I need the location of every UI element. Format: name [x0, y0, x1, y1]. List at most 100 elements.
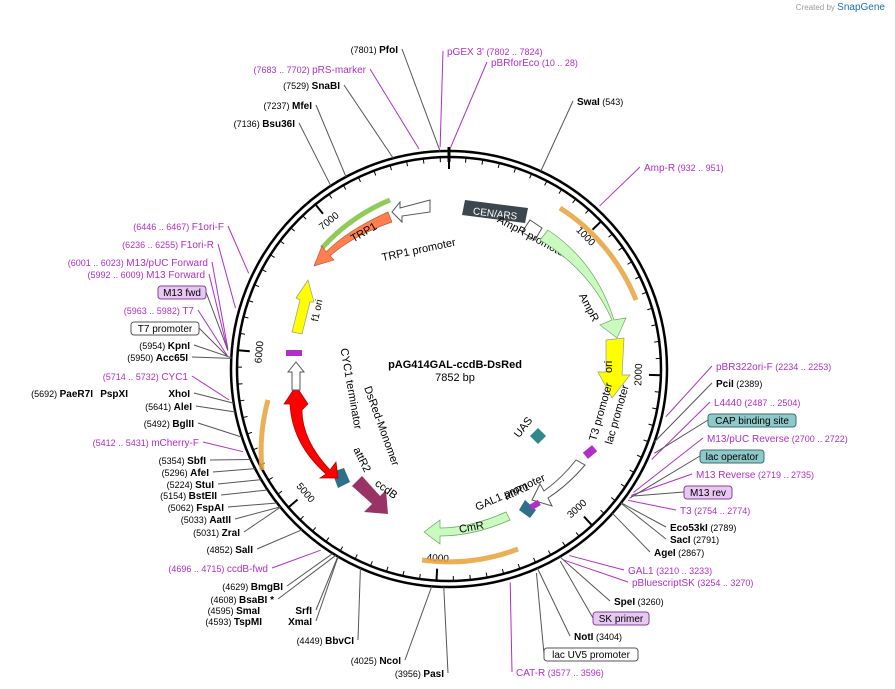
feature-cen-ars	[462, 200, 528, 223]
leader-line	[629, 455, 701, 499]
primer-name: M13/pUC Forward	[126, 258, 208, 269]
leader-line	[620, 502, 667, 528]
tick-mark	[248, 300, 254, 303]
site-label-left: (4608) BsaBI *	[210, 595, 274, 606]
site-position: (7136)	[234, 119, 263, 129]
site-label-left: (4595) SmaI	[208, 606, 261, 617]
primer-name: CAT-R	[516, 668, 545, 679]
tick-mark	[618, 247, 623, 251]
site-position: (5492)	[144, 419, 173, 429]
leader-line	[256, 529, 303, 550]
mcs-mark	[286, 350, 302, 356]
leader-line	[298, 122, 332, 187]
tick-mark	[279, 240, 285, 245]
primer-label: (5963 .. 5982) T7	[124, 306, 195, 317]
primer-range: (3577 .. 3596)	[545, 668, 604, 678]
band-trp1	[320, 197, 391, 250]
tick-mark	[651, 324, 657, 327]
feature-f1-ori	[291, 279, 315, 335]
leader-line	[205, 291, 229, 351]
leader-line	[202, 441, 244, 453]
site-name: PspXI	[100, 389, 128, 400]
site-label-left: (7529) SnaBI	[283, 81, 340, 92]
primer-name: F1ori-R	[181, 240, 214, 251]
leader-line	[195, 405, 236, 413]
tick-mark	[636, 454, 642, 458]
site-label-left: (5062) FspAI	[168, 503, 225, 514]
feature-attr2-label: attR2	[350, 445, 372, 474]
tick-mark	[389, 165, 392, 171]
leader-line	[343, 84, 394, 159]
site-position: (7801)	[351, 45, 380, 55]
leader-line	[651, 401, 711, 460]
feature-cyc1-terminator	[286, 361, 306, 391]
primer-label: L4440 (2487 .. 2504)	[714, 398, 800, 409]
tick-mark	[242, 415, 248, 419]
site-name: Bsu36I	[262, 119, 295, 130]
leader-line	[208, 273, 229, 351]
tick-mark	[261, 268, 267, 273]
site-position: (4608)	[210, 595, 239, 605]
tick-mark	[572, 198, 577, 204]
leader-line	[569, 555, 625, 571]
tick-mark	[254, 284, 260, 288]
band-ampr	[558, 205, 639, 301]
site-name: SwaI	[577, 97, 600, 108]
tick-mark	[270, 254, 275, 258]
primer-label: pBR322ori-F (2234 .. 2253)	[716, 362, 831, 373]
feature-trp1	[313, 211, 393, 267]
site-label-left: (5154) BstEII	[160, 491, 217, 502]
primer-label: M13/pUC Reverse (2700 .. 2722)	[707, 434, 848, 445]
leader-line	[212, 468, 256, 473]
tick-mark	[533, 557, 537, 563]
tick-mark	[342, 184, 347, 190]
site-position: (5154)	[160, 491, 189, 501]
tick-mark	[648, 423, 654, 426]
tick-mark	[529, 173, 533, 179]
leader-line	[536, 568, 571, 637]
site-name: ZraI	[222, 528, 241, 539]
site-position: (5641)	[145, 402, 174, 412]
feature-uas	[530, 428, 546, 444]
site-name: BstEII	[189, 491, 218, 502]
leader-line	[540, 100, 574, 172]
primer-label: (5714 .. 5732) CYC1	[103, 372, 189, 383]
leader-line	[369, 68, 420, 150]
site-position: (4593)	[205, 617, 234, 627]
site-name: SbfI	[187, 456, 206, 467]
tick-mark	[239, 399, 245, 402]
site-position: (5033)	[181, 515, 210, 525]
site-position: (5031)	[193, 528, 222, 538]
site-position: (2867)	[676, 548, 705, 558]
tick-mark	[513, 167, 517, 173]
tick-mark	[314, 203, 324, 215]
site-position: (7529)	[283, 81, 312, 91]
primer-label: (7683 .. 7702) pRS-marker	[254, 65, 367, 76]
feature-f1-ori-label: f1 ori	[310, 299, 325, 323]
primer-range: (6236 .. 6255)	[122, 240, 181, 250]
primer-name: pRS-marker	[312, 65, 367, 76]
leader-line	[401, 48, 441, 152]
tick-mark	[562, 541, 566, 547]
site-position: (543)	[600, 97, 624, 107]
leader-line	[665, 365, 713, 418]
primer-name: ccdB-fwd	[227, 564, 268, 575]
site-position: (5950)	[127, 353, 156, 363]
feature-ampr	[539, 229, 627, 339]
site-label-left: (4593) TspMI	[205, 617, 262, 628]
site-position: (4852)	[207, 545, 236, 555]
site-name: AatII	[209, 515, 231, 526]
site-label-left: (5224) StuI	[167, 480, 215, 491]
leader-line	[234, 506, 281, 520]
leader-line	[315, 556, 339, 622]
tick-mark	[339, 546, 344, 552]
feature-cen-ars-label: CEN/ARS	[472, 206, 518, 222]
site-name: SrfI	[295, 606, 312, 617]
tick-mark	[386, 566, 389, 572]
primer-name: L4440	[714, 398, 742, 409]
tick-mark	[237, 349, 250, 353]
boxed-label: M13 rev	[690, 488, 726, 499]
site-position: (3956)	[395, 669, 424, 679]
